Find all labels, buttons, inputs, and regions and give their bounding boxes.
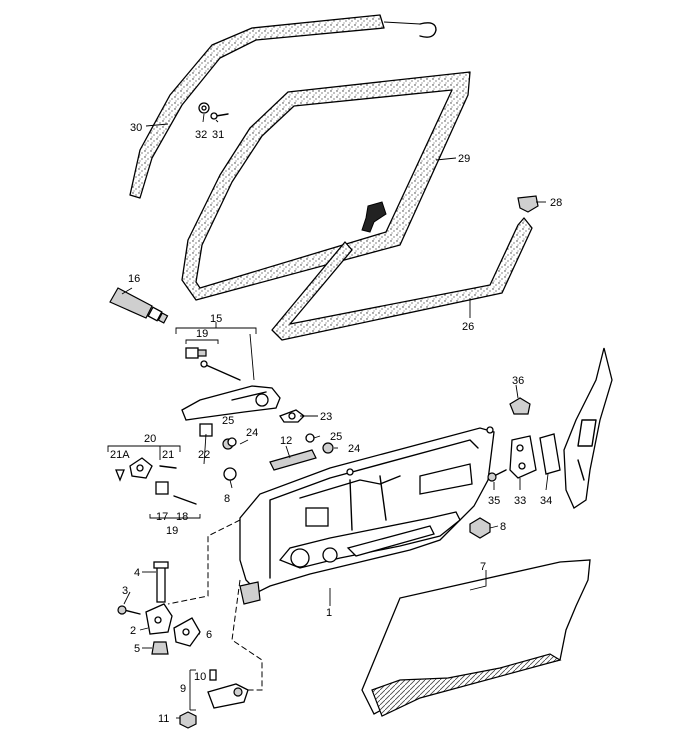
b-pillar-panel <box>563 347 613 509</box>
callout-19-bottom: 19 <box>166 525 178 537</box>
door-handle-15 <box>181 385 281 421</box>
callout-31: 31 <box>212 129 224 141</box>
callout-24-left: 24 <box>246 427 258 439</box>
lock-part-18 <box>173 495 197 505</box>
striker-plate-33 <box>509 435 537 479</box>
seal-end-clip-icon <box>361 201 387 233</box>
nut-8-upper <box>223 467 237 481</box>
nut-11 <box>179 711 197 729</box>
callout-10: 10 <box>194 671 206 683</box>
hinge-linkage-guides <box>167 519 263 691</box>
screw-31 <box>210 112 229 120</box>
lock-body-21 <box>129 457 153 479</box>
callout-8-lower: 8 <box>500 521 506 533</box>
callout-34: 34 <box>540 495 552 507</box>
callout-2: 2 <box>130 625 136 637</box>
bracket-15 <box>175 322 257 381</box>
callout-36: 36 <box>512 375 524 387</box>
washer-25-right <box>305 433 315 443</box>
door-edge-seal-26 <box>271 217 533 341</box>
bracket-19-top <box>185 339 219 344</box>
shim-plate-34 <box>539 433 561 475</box>
window-frame-seal-29 <box>181 71 471 301</box>
bracket-20 <box>107 445 181 460</box>
callout-16: 16 <box>128 273 140 285</box>
callout-4: 4 <box>134 567 140 579</box>
callout-29: 29 <box>458 153 470 165</box>
callout-15: 15 <box>210 313 222 325</box>
lock-cylinder-17 <box>155 481 169 495</box>
washer-32 <box>198 102 210 114</box>
adhesive-tube-16 <box>109 287 169 324</box>
bracket-19-bottom <box>149 514 201 519</box>
hinge-plate-6 <box>173 617 201 647</box>
callout-1: 1 <box>326 607 332 619</box>
handle-lever-23 <box>279 409 305 423</box>
lock-cylinder-icon <box>185 347 207 359</box>
callout-30: 30 <box>130 122 142 134</box>
callout-7: 7 <box>480 561 486 573</box>
callout-6: 6 <box>206 629 212 641</box>
door-bolt-icon <box>346 426 494 476</box>
callout-33: 33 <box>514 495 526 507</box>
hinge-2 <box>145 603 173 635</box>
callout-20: 20 <box>144 433 156 445</box>
callout-18: 18 <box>176 511 188 523</box>
bushing-5 <box>151 641 169 655</box>
window-channel-12 <box>269 449 317 471</box>
hinge-pin-4 <box>153 561 169 603</box>
callout-8-upper: 8 <box>224 493 230 505</box>
callout-26: 26 <box>462 321 474 333</box>
callout-21: 21 <box>162 449 174 461</box>
nut-8-lower <box>469 517 491 539</box>
callout-35: 35 <box>488 495 500 507</box>
bolt-3 <box>117 605 141 615</box>
callout-25-right: 25 <box>330 431 342 443</box>
callout-24-right: 24 <box>348 443 360 455</box>
callout-19-top: 19 <box>196 328 208 340</box>
screw-35 <box>487 469 507 482</box>
check-strap-9 <box>207 683 249 709</box>
callout-28: 28 <box>550 197 562 209</box>
callout-11: 11 <box>158 713 169 725</box>
callout-5: 5 <box>134 643 140 655</box>
callout-9: 9 <box>180 683 186 695</box>
callout-23: 23 <box>320 411 332 423</box>
bracket-9 <box>189 669 196 711</box>
seal-clip-icon <box>383 21 437 38</box>
callout-17: 17 <box>156 511 168 523</box>
leader-lines <box>121 113 549 719</box>
callout-32: 32 <box>195 129 207 141</box>
bolt-36 <box>509 397 531 415</box>
key-icon <box>200 360 241 381</box>
callout-3: 3 <box>122 585 128 597</box>
door-shell-1 <box>239 427 495 605</box>
callout-25-left: 25 <box>222 415 234 427</box>
spring-21 <box>159 465 177 469</box>
roof-seal-strip-30 <box>129 14 385 199</box>
clip-21a <box>115 469 125 482</box>
callout-12: 12 <box>280 435 292 447</box>
callout-labels: 30 32 31 29 28 16 26 15 19 36 23 25 24 2… <box>110 122 562 725</box>
pin-10 <box>209 669 217 681</box>
washer-25-left <box>227 437 237 447</box>
callout-21a: 21A <box>110 449 130 461</box>
door-trim-panel-7 <box>361 559 591 717</box>
plug-28 <box>517 195 539 213</box>
nut-24-right <box>322 442 334 454</box>
callout-22: 22 <box>198 449 210 461</box>
